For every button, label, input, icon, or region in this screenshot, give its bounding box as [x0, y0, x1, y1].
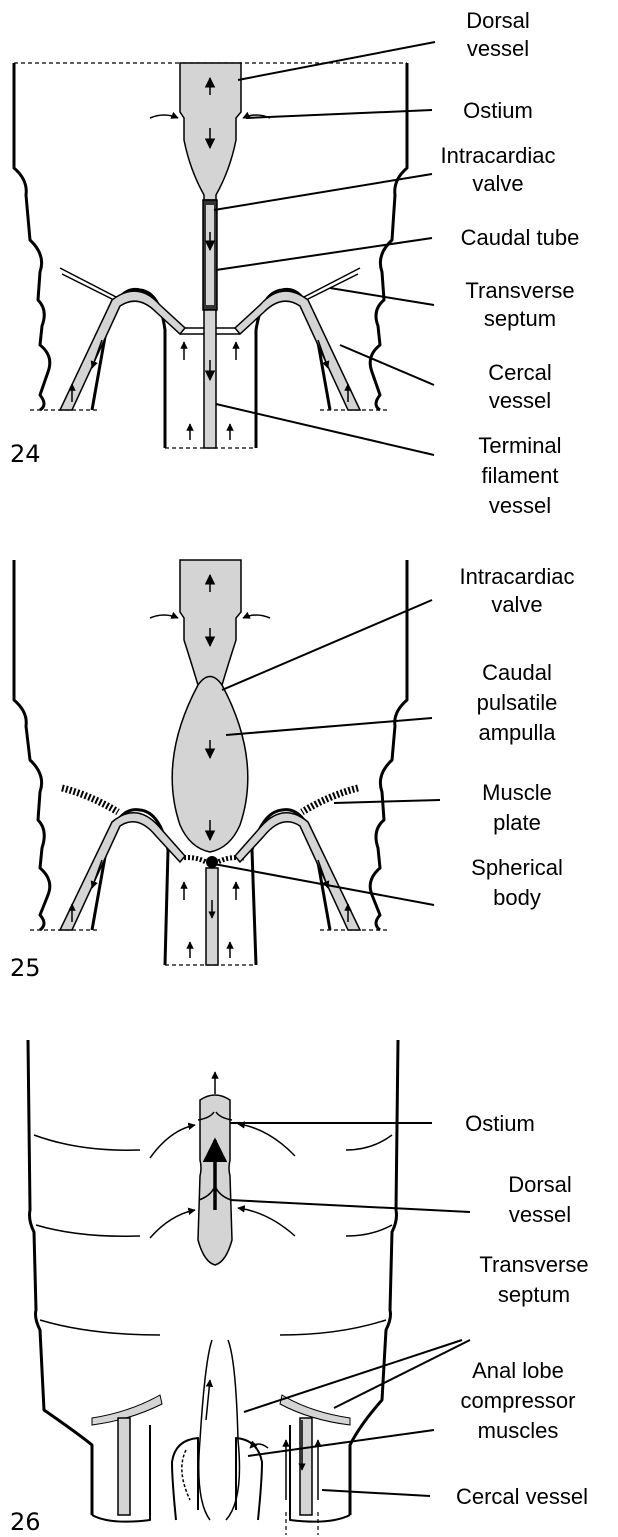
body-outline-right	[370, 63, 407, 410]
label-caudal-pulsatile-ampulla-25-l3: ampulla	[478, 720, 556, 745]
spherical-body	[206, 856, 218, 868]
transverse-septum-left	[60, 268, 118, 298]
figure-number-25: 25	[10, 954, 41, 982]
label-intracardiac-valve-24-l1: Intracardiac	[441, 143, 556, 168]
label-caudal-tube-24: Caudal tube	[461, 225, 580, 250]
panel-25	[14, 560, 440, 965]
label-intracardiac-valve-24-l2: valve	[472, 171, 523, 196]
left-cercus-inner	[92, 289, 165, 448]
figure-number-26: 26	[10, 1508, 41, 1536]
panel-26	[28, 1040, 470, 1535]
anal-lobe-compressor-muscle-left	[182, 1450, 190, 1500]
muscle-plate-right	[302, 788, 358, 812]
label-spherical-body-25-l1: Spherical	[471, 855, 563, 880]
label-anal-lobe-compressor-muscles-26-l1: Anal lobe	[472, 1358, 564, 1383]
label-transverse-septum-24-l2: septum	[484, 306, 556, 331]
body-outline-right	[370, 560, 407, 930]
body-outline-left	[28, 1040, 92, 1515]
label-anal-lobe-compressor-muscles-26-l3: muscles	[478, 1418, 559, 1443]
label-transverse-septum-24-l1: Transverse	[465, 278, 574, 303]
body-outline-right	[350, 1040, 398, 1515]
label-anal-lobe-compressor-muscles-26-l2: compressor	[461, 1388, 576, 1413]
muscle-plate-left	[62, 788, 118, 812]
label-terminal-filament-vessel-24-l1: Terminal	[478, 433, 561, 458]
label-terminal-filament-vessel-24-l2: filament	[481, 463, 558, 488]
label-intracardiac-valve-25-l2: valve	[491, 592, 542, 617]
label-ostium-24: Ostium	[463, 98, 533, 123]
label-muscle-plate-25-l1: Muscle	[482, 780, 552, 805]
label-transverse-septum-26-l1: Transverse	[479, 1252, 588, 1277]
right-cercus-inner	[256, 289, 330, 448]
transverse-septum-right	[302, 268, 360, 298]
label-muscle-plate-25-l2: plate	[493, 810, 541, 835]
label-caudal-pulsatile-ampulla-25-l2: pulsatile	[477, 690, 558, 715]
label-cercal-vessel-26: Cercal vessel	[456, 1484, 588, 1509]
label-dorsal-vessel-24-l1: Dorsal	[466, 8, 530, 33]
label-spherical-body-25-l2: body	[493, 885, 541, 910]
figure-number-24: 24	[10, 440, 41, 468]
label-cercal-vessel-24-l2: vessel	[489, 388, 551, 413]
label-intracardiac-valve-25-l1: Intracardiac	[460, 564, 575, 589]
label-dorsal-vessel-26-l2: vessel	[509, 1202, 571, 1227]
cercal-vessel-right	[235, 291, 360, 410]
body-outline-left	[14, 560, 50, 930]
dorsal-vessel-25	[172, 560, 248, 852]
label-caudal-pulsatile-ampulla-25-l1: Caudal	[482, 660, 552, 685]
labels: 24 25 26 Dorsal vessel Ostium Intracardi…	[10, 8, 589, 1536]
label-transverse-septum-26-l2: septum	[498, 1282, 570, 1307]
label-ostium-26: Ostium	[465, 1111, 535, 1136]
body-outline-left	[14, 63, 50, 410]
label-dorsal-vessel-26-l1: Dorsal	[508, 1172, 572, 1197]
label-cercal-vessel-24-l1: Cercal	[488, 360, 552, 385]
panel-24	[14, 42, 435, 455]
label-terminal-filament-vessel-24-l3: vessel	[489, 493, 551, 518]
label-dorsal-vessel-24-l2: vessel	[467, 36, 529, 61]
